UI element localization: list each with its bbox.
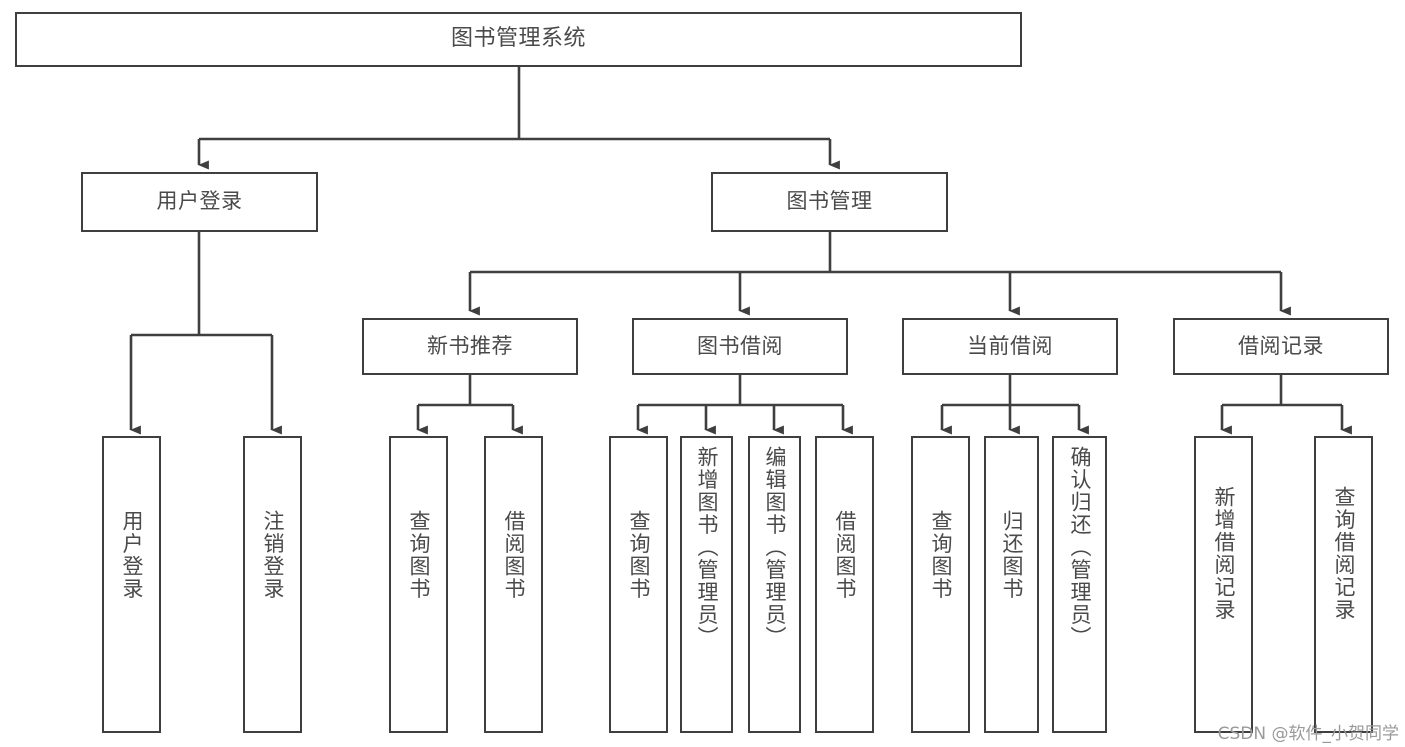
- node-label: 归还图书: [1000, 510, 1024, 600]
- node-label: 新增图书（管理员）: [695, 446, 719, 649]
- node-label: 图书管理: [786, 189, 873, 214]
- leaf-add-borrow-record[interactable]: 新增借阅记录: [1194, 436, 1253, 733]
- node-user-login[interactable]: 用户登录: [81, 172, 318, 232]
- leaf-logout[interactable]: 注销登录: [243, 436, 302, 733]
- leaf-query-books-current[interactable]: 查询图书: [911, 436, 970, 733]
- node-book-borrowing[interactable]: 图书借阅: [632, 318, 848, 375]
- node-label: 图书借阅: [697, 333, 783, 358]
- leaf-query-books-new[interactable]: 查询图书: [389, 436, 448, 733]
- leaf-query-books-borrow[interactable]: 查询图书: [609, 436, 668, 733]
- node-borrow-records[interactable]: 借阅记录: [1173, 318, 1389, 375]
- leaf-confirm-return-admin[interactable]: 确认归还（管理员）: [1052, 436, 1107, 733]
- node-label: 查询借阅记录: [1332, 486, 1356, 621]
- node-label: 注销登录: [261, 510, 285, 600]
- node-new-book-recommendation[interactable]: 新书推荐: [362, 318, 578, 375]
- leaf-query-borrow-record[interactable]: 查询借阅记录: [1314, 436, 1373, 733]
- leaf-edit-book-admin[interactable]: 编辑图书（管理员）: [748, 436, 801, 733]
- watermark-text: CSDN @软件_小贺同学: [1217, 724, 1399, 744]
- node-label: 当前借阅: [967, 333, 1053, 358]
- node-label: 借阅图书: [833, 510, 857, 600]
- leaf-borrow-books-new[interactable]: 借阅图书: [484, 436, 543, 733]
- node-label: 用户登录: [156, 189, 243, 214]
- node-root-system[interactable]: 图书管理系统: [15, 12, 1022, 67]
- leaf-borrow-books-borrow[interactable]: 借阅图书: [815, 436, 874, 733]
- leaf-user-login[interactable]: 用户登录: [102, 436, 161, 733]
- node-label: 借阅图书: [502, 510, 526, 600]
- node-label: 图书管理系统: [450, 26, 586, 52]
- node-label: 编辑图书（管理员）: [763, 446, 787, 649]
- node-label: 新书推荐: [427, 333, 513, 358]
- node-label: 查询图书: [627, 510, 651, 600]
- node-label: 查询图书: [929, 510, 953, 600]
- leaf-return-books[interactable]: 归还图书: [984, 436, 1039, 733]
- node-label: 新增借阅记录: [1212, 486, 1236, 621]
- node-label: 借阅记录: [1238, 333, 1324, 358]
- node-book-management[interactable]: 图书管理: [711, 172, 948, 232]
- node-label: 查询图书: [407, 510, 431, 600]
- node-current-borrowing[interactable]: 当前借阅: [902, 318, 1118, 375]
- node-label: 确认归还（管理员）: [1068, 446, 1092, 649]
- leaf-add-book-admin[interactable]: 新增图书（管理员）: [680, 436, 733, 733]
- node-label: 用户登录: [120, 510, 144, 600]
